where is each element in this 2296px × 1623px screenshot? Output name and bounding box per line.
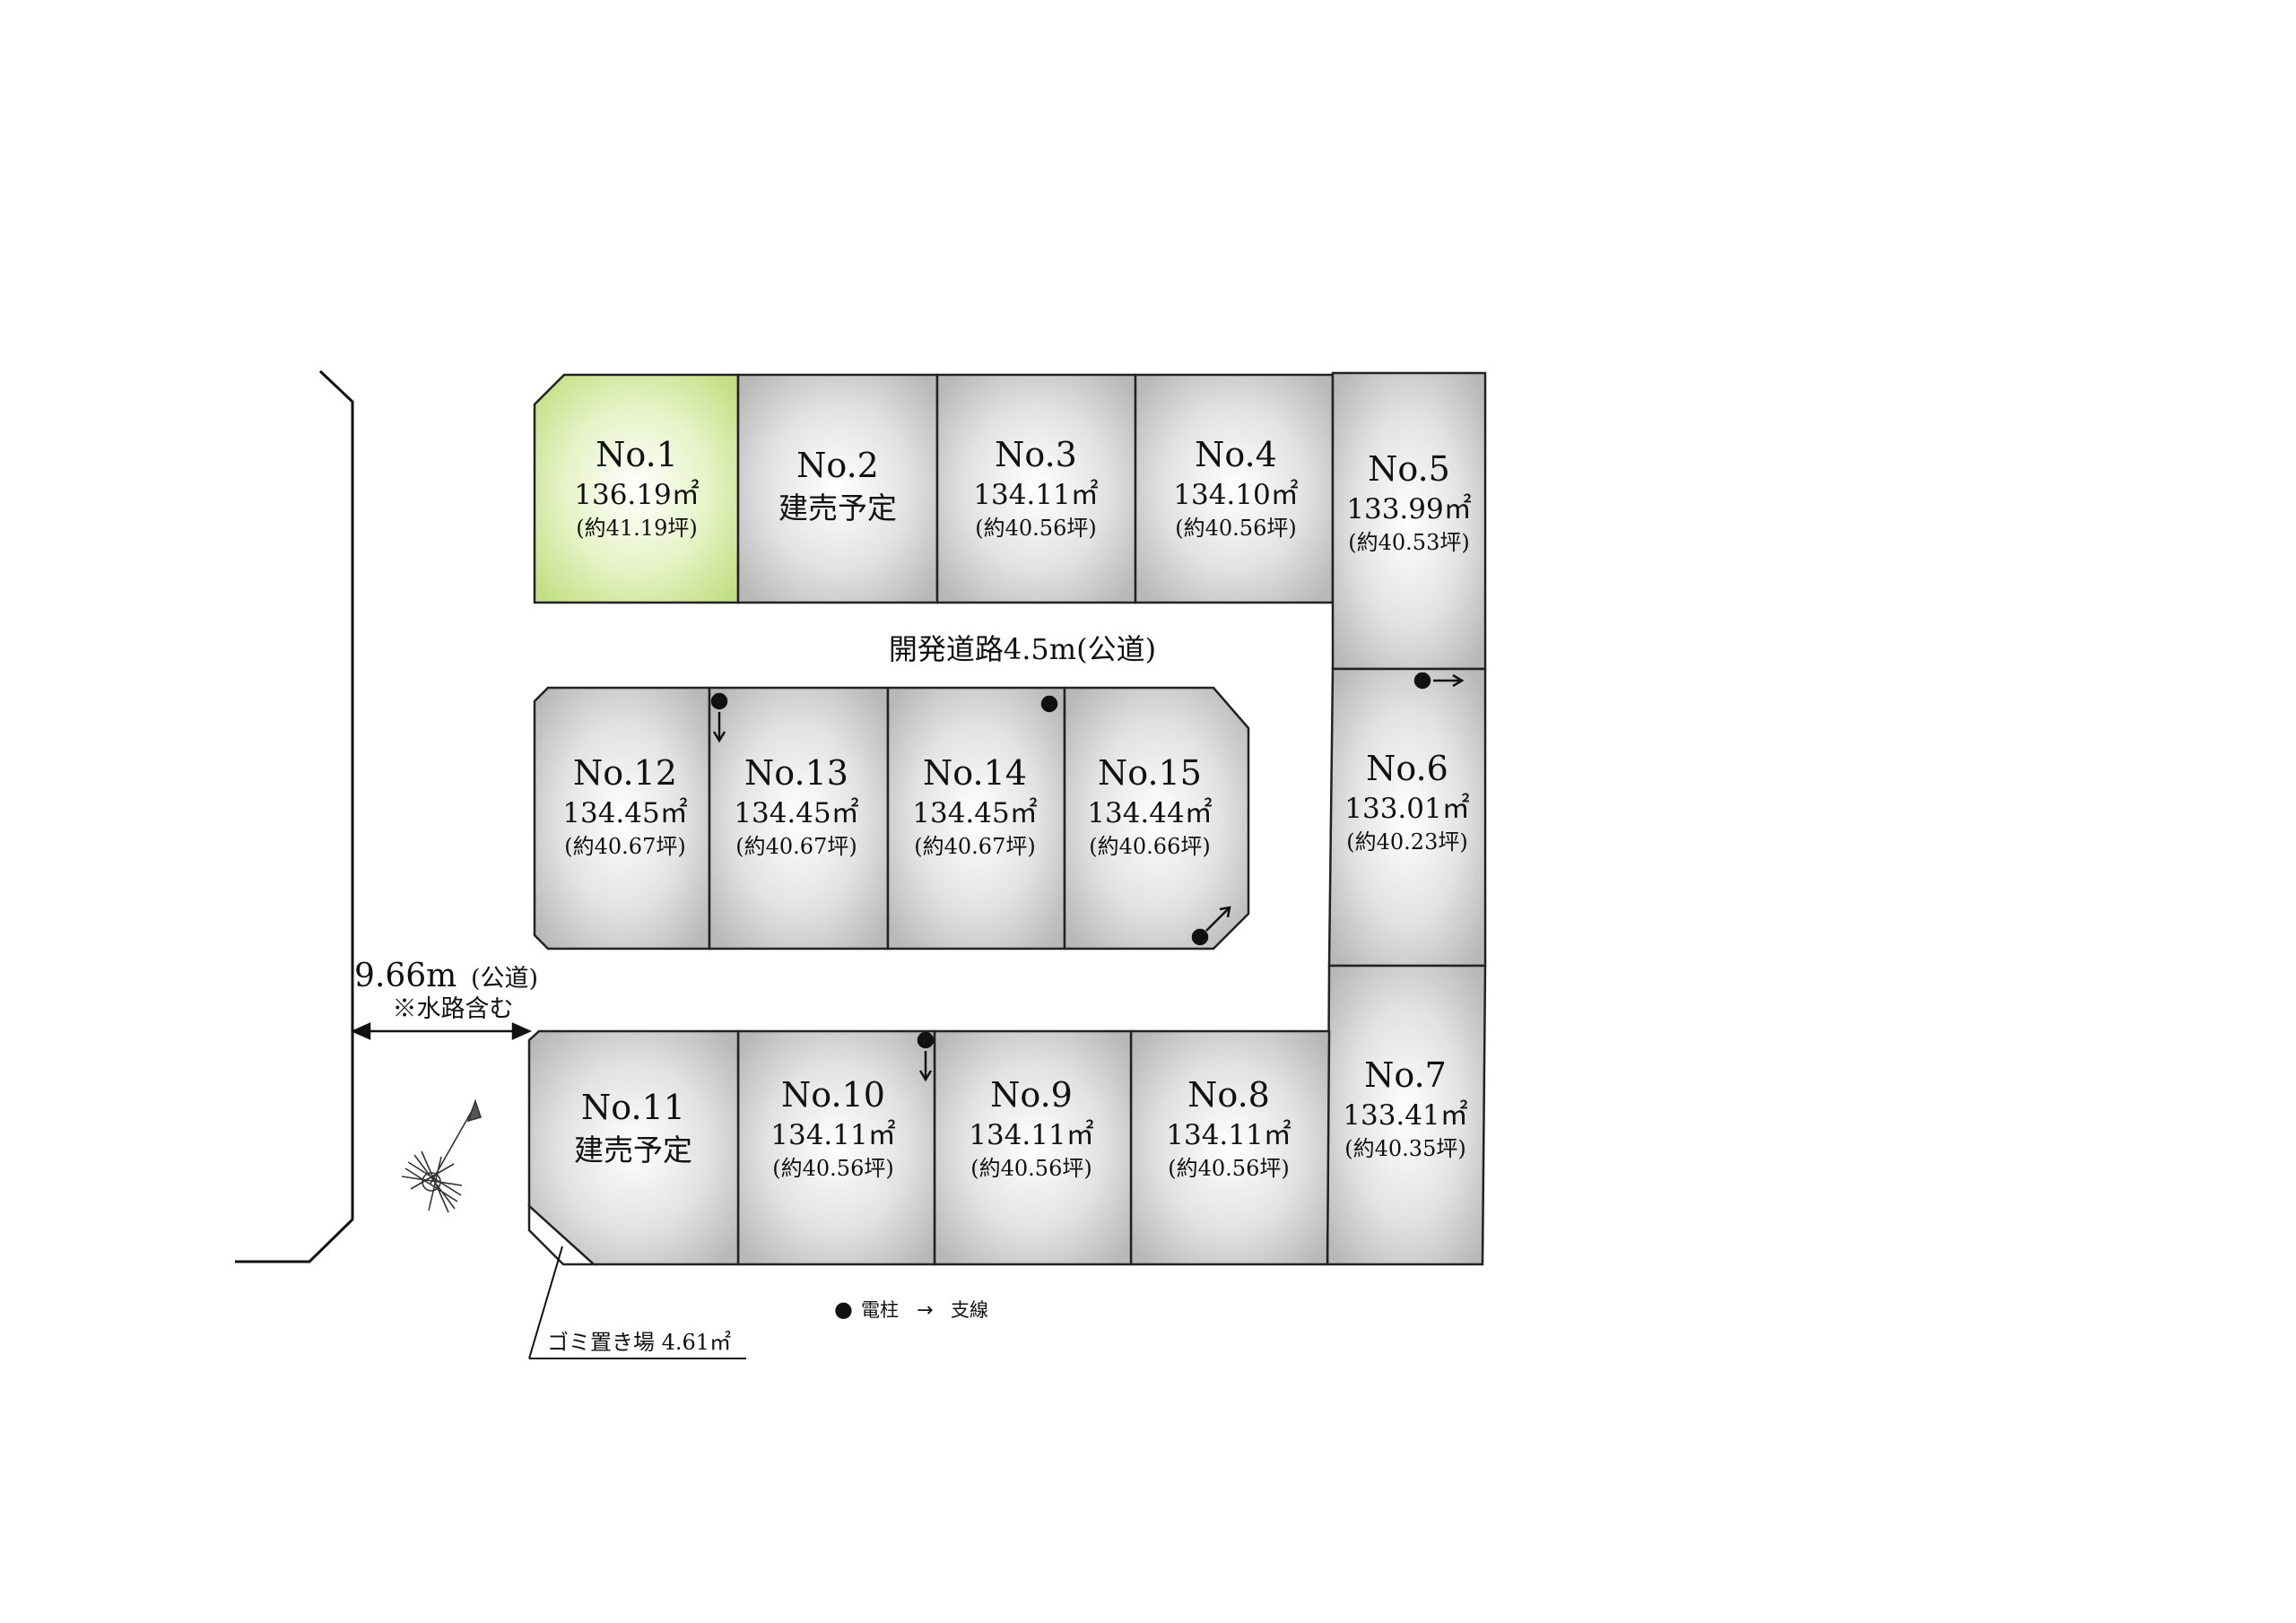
lot-9-area: 134.11㎡ bbox=[969, 1119, 1093, 1151]
lot-4-tsubo: (約40.56坪) bbox=[1175, 516, 1296, 541]
lot-2-shape[interactable] bbox=[736, 373, 939, 604]
public-road-type: (公道) bbox=[471, 965, 538, 993]
lot-11-number: No.11 bbox=[581, 1088, 685, 1127]
pole-marker bbox=[1191, 928, 1209, 946]
lot-9-number: No.9 bbox=[990, 1075, 1073, 1115]
lot-10-tsubo: (約40.56坪) bbox=[772, 1156, 893, 1181]
lot-4-number: No.4 bbox=[1195, 435, 1277, 474]
pole-legend-symbol: ● bbox=[834, 1297, 853, 1322]
lot-13-tsubo: (約40.67坪) bbox=[735, 834, 857, 859]
lot-8-tsubo: (約40.56坪) bbox=[1168, 1156, 1289, 1181]
lot-12-number: No.12 bbox=[573, 753, 677, 793]
lot-polygons bbox=[527, 371, 1487, 1266]
lot-2-status: 建売予定 bbox=[778, 490, 897, 525]
lot-10-number: No.10 bbox=[781, 1075, 885, 1115]
lot-13-area: 134.45㎡ bbox=[734, 797, 858, 829]
lot-6-area: 133.01㎡ bbox=[1344, 793, 1469, 825]
lot-14-area: 134.45㎡ bbox=[912, 797, 1037, 829]
pole-legend-label: 電柱 bbox=[861, 1299, 899, 1321]
wire-legend-label: 支線 bbox=[951, 1299, 988, 1321]
lot-15-tsubo: (約40.66坪) bbox=[1089, 834, 1210, 859]
lot-14-tsubo: (約40.67坪) bbox=[914, 834, 1035, 859]
lot-15-shape[interactable] bbox=[1063, 686, 1250, 950]
lot-5-area: 133.99㎡ bbox=[1346, 493, 1471, 525]
north-compass-icon bbox=[401, 1098, 483, 1213]
lot-8-number: No.8 bbox=[1187, 1075, 1270, 1115]
lot-1-shape[interactable] bbox=[533, 373, 740, 604]
lot-14-number: No.14 bbox=[923, 753, 1027, 793]
lot-8-area: 134.11㎡ bbox=[1166, 1119, 1291, 1151]
pole-marker bbox=[1413, 672, 1431, 690]
lot-6-tsubo: (約40.23坪) bbox=[1346, 829, 1467, 855]
lot-5-number: No.5 bbox=[1368, 449, 1450, 489]
lot-1-tsubo: (約41.19坪) bbox=[576, 516, 697, 541]
lot-7-number: No.7 bbox=[1364, 1055, 1447, 1095]
lot-12-tsubo: (約40.67坪) bbox=[564, 834, 685, 859]
public-road-boundary bbox=[235, 369, 354, 1263]
lot-3-area: 134.11㎡ bbox=[973, 479, 1098, 511]
legend: ● 電柱 → 支線 bbox=[834, 1297, 988, 1322]
lot-labels: No.1 136.19㎡ (約41.19坪) No.2 建売予定 No.3 13… bbox=[562, 435, 1471, 1181]
pole-marker bbox=[710, 692, 728, 710]
garbage-area bbox=[527, 1203, 597, 1266]
garbage-label: ゴミ置き場 4.61㎡ bbox=[547, 1330, 731, 1355]
utility-markers bbox=[710, 672, 1465, 1082]
lot-7-tsubo: (約40.35坪) bbox=[1344, 1136, 1465, 1161]
lot-4-area: 134.10㎡ bbox=[1173, 479, 1298, 511]
lot-1-number: No.1 bbox=[596, 435, 678, 474]
garbage-callout bbox=[528, 1245, 746, 1359]
lot-7-area: 133.41㎡ bbox=[1343, 1099, 1467, 1132]
lot-13-number: No.13 bbox=[744, 753, 848, 793]
public-road-note: ※水路含む bbox=[393, 995, 514, 1023]
dev-road-label: 開発道路4.5m(公道) bbox=[889, 632, 1156, 666]
lot-15-area: 134.44㎡ bbox=[1087, 797, 1212, 829]
lot-12-area: 134.45㎡ bbox=[562, 797, 687, 829]
lot-9-tsubo: (約40.56坪) bbox=[970, 1156, 1091, 1181]
lot-2-number: No.2 bbox=[796, 446, 879, 485]
lot-15-number: No.15 bbox=[1098, 753, 1202, 793]
lot-5-tsubo: (約40.53坪) bbox=[1348, 530, 1469, 555]
pole-marker bbox=[917, 1031, 935, 1049]
lot-6-number: No.6 bbox=[1366, 749, 1448, 788]
lot-3-tsubo: (約40.56坪) bbox=[975, 516, 1096, 541]
lot-1-area: 136.19㎡ bbox=[574, 479, 699, 511]
public-road-width: 9.66m bbox=[354, 958, 457, 994]
wire-legend-symbol: → bbox=[917, 1299, 933, 1322]
pole-marker bbox=[1040, 695, 1058, 713]
lot-11-status: 建売予定 bbox=[574, 1133, 692, 1167]
lot-10-area: 134.11㎡ bbox=[770, 1119, 895, 1151]
public-road-dimension-arrow bbox=[350, 1022, 533, 1040]
lot-3-number: No.3 bbox=[995, 435, 1077, 474]
